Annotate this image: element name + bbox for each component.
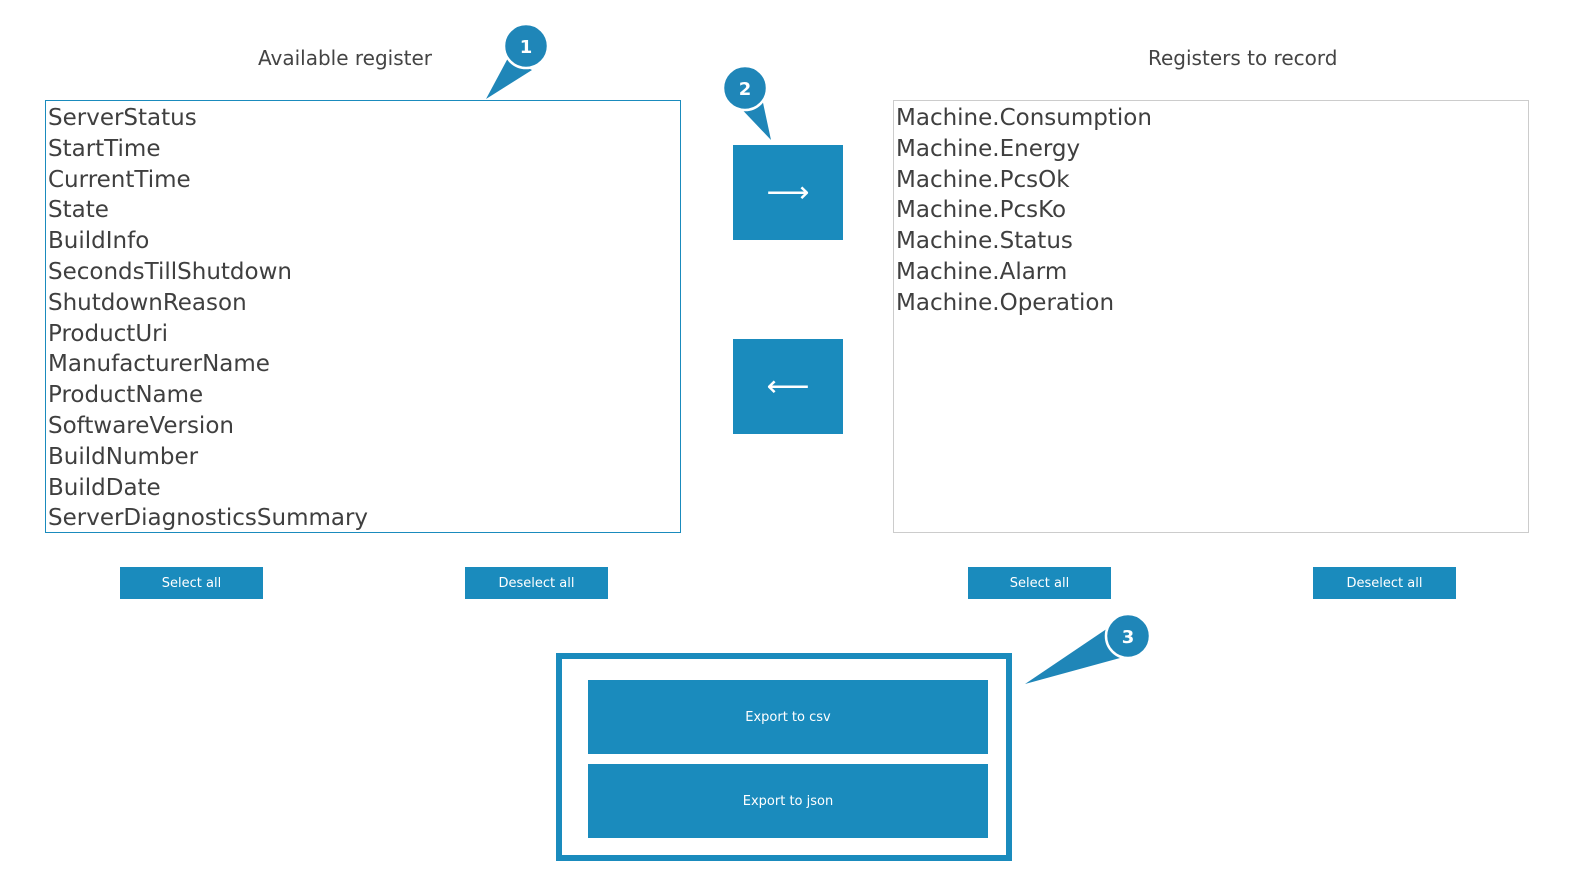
list-item[interactable]: Machine.Operation [896,289,1115,316]
callout-3: 3 [1025,612,1152,684]
callout-1-number: 1 [520,37,533,58]
export-csv-button[interactable]: Export to csv [588,680,988,754]
right-deselect-all-button[interactable]: Deselect all [1313,567,1456,599]
list-item[interactable]: Machine.Consumption [896,105,1152,131]
list-item[interactable]: ServerStatus [48,105,197,131]
list-item[interactable]: Machine.PcsKo [896,197,1067,224]
list-item[interactable]: State [48,197,109,224]
right-select-all-button[interactable]: Select all [968,567,1111,599]
list-item[interactable]: Machine.Status [896,228,1073,255]
arrow-right-icon: ⟶ [766,176,810,209]
callout-3-pointer [1025,628,1120,684]
callout-3-number: 3 [1122,627,1135,648]
list-item[interactable]: ManufacturerName [48,351,270,378]
left-deselect-all-button[interactable]: Deselect all [465,567,608,599]
list-item[interactable]: Machine.Alarm [896,258,1068,285]
left-select-all-button[interactable]: Select all [120,567,263,599]
list-item[interactable]: SoftwareVersion [48,412,234,439]
list-item[interactable]: ShutdownReason [48,289,247,316]
registers-to-record-title: Registers to record [1148,46,1338,70]
list-item[interactable]: ProductName [48,382,204,409]
add-to-record-button[interactable]: ⟶ [733,145,843,240]
list-item[interactable]: CurrentTime [48,166,191,193]
list-item[interactable]: BuildDate [48,474,161,501]
callout-2: 2 [721,64,771,140]
list-item[interactable]: SecondsTillShutdown [48,258,292,285]
list-item[interactable]: StartTime [48,135,161,162]
export-json-button[interactable]: Export to json [588,764,988,838]
callout-1: 1 [486,22,550,99]
callout-1-badge [502,22,550,70]
list-item[interactable]: Machine.Energy [896,135,1081,162]
list-item[interactable]: ProductUri [48,320,169,347]
callout-2-number: 2 [739,79,752,100]
remove-from-record-button[interactable]: ⟵ [733,339,843,434]
callout-2-badge [721,64,769,112]
list-item[interactable]: Machine.PcsOk [896,166,1070,193]
list-item[interactable]: BuildInfo [48,228,150,255]
arrow-left-icon: ⟵ [766,370,810,403]
callout-3-badge [1104,612,1152,660]
list-item[interactable]: ServerDiagnosticsSummary [48,505,369,532]
list-item[interactable]: BuildNumber [48,443,199,470]
available-register-title: Available register [258,46,433,70]
